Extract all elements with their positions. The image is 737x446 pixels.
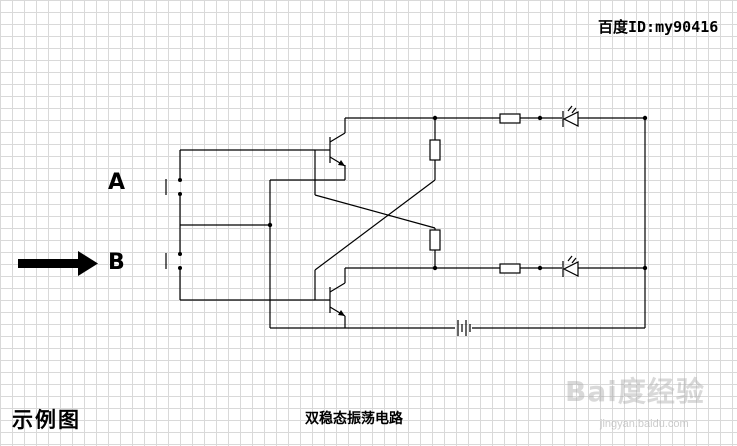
collector-resistor-upper [429,115,441,180]
common-wire [267,165,645,329]
right-arrow-icon [18,251,98,276]
left-rail [179,149,315,301]
cross-coupling [314,150,436,300]
upper-transistor [315,117,500,167]
baidu-id-label: 百度ID:my90416 [598,18,719,36]
lower-transistor [315,267,500,328]
diagram-title: 双稳态振荡电路 [305,411,403,427]
collector-resistor-lower [429,228,441,271]
battery [457,320,471,336]
example-label: 示例图 [12,407,81,432]
led-lower [562,255,645,277]
led-resistor-upper [499,113,562,124]
led-upper [562,105,645,127]
switch-a [165,178,182,196]
baidu-watermark-logo: Bai度经验 [565,375,705,408]
switch-b-label: B [108,250,125,275]
right-rail [642,115,648,328]
baidu-watermark-url: jingyan.baidu.com [600,418,689,430]
switch-b [165,252,182,270]
led-resistor-lower [499,263,562,274]
switch-a-label: A [108,170,126,195]
